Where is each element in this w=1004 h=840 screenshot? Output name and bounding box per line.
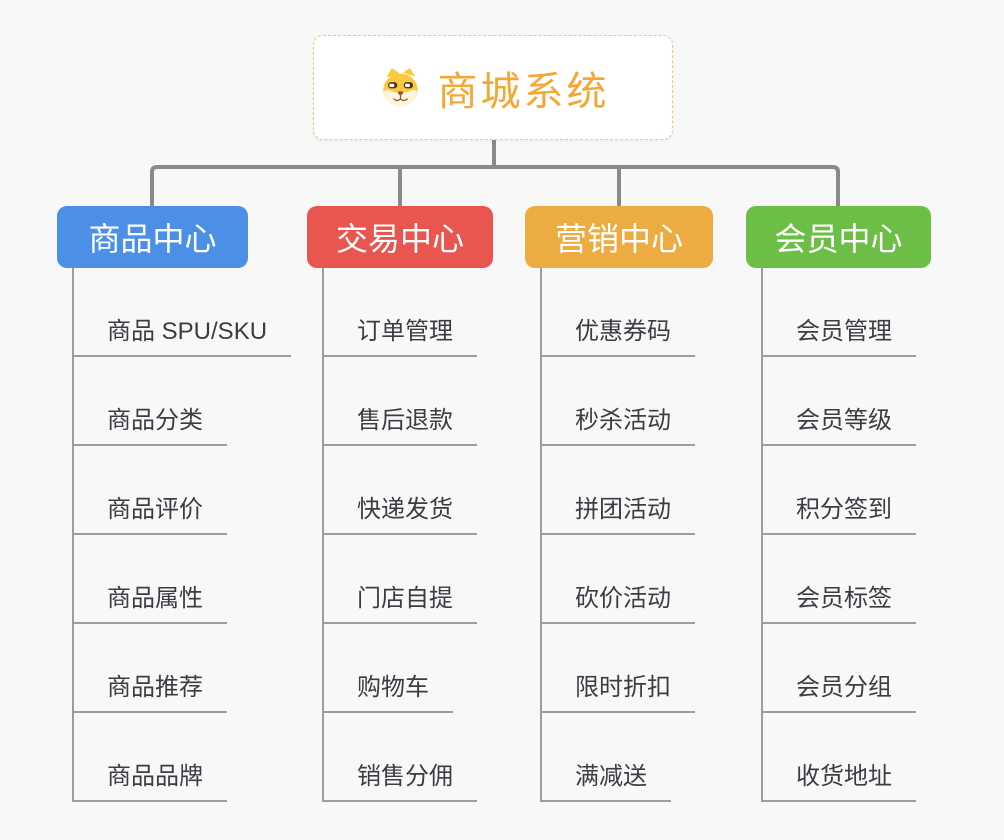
tree-item[interactable]: 商品推荐: [74, 624, 248, 713]
tree-item-label: 拼团活动: [542, 489, 695, 535]
tree-item-label: 会员标签: [763, 578, 916, 624]
tree-item-label: 商品品牌: [74, 756, 227, 802]
shiba-dog-face: [382, 67, 418, 106]
tree-item-label: 购物车: [324, 667, 453, 713]
tree-item-label: 商品评价: [74, 489, 227, 535]
node-product-center[interactable]: 商品中心: [57, 206, 248, 268]
root-title: 商城系统: [437, 69, 610, 114]
tree-item[interactable]: 售后退款: [324, 357, 493, 446]
tree-item-label: 商品分类: [74, 400, 227, 446]
tree-item[interactable]: 限时折扣: [542, 624, 713, 713]
tree-item-label: 会员管理: [763, 311, 916, 357]
tree-item[interactable]: 购物车: [324, 624, 493, 713]
tree-item[interactable]: 会员管理: [763, 268, 931, 357]
branch-member-center: 会员中心 会员管理 会员等级 积分签到 会员标签 会员分组 收货地址: [746, 206, 931, 802]
tree-item-label: 商品属性: [74, 578, 227, 624]
tree-item-label: 积分签到: [763, 489, 916, 535]
tree-item[interactable]: 商品评价: [74, 446, 248, 535]
tree-item-label: 满减送: [542, 756, 671, 802]
node-member-center[interactable]: 会员中心: [746, 206, 931, 268]
branch-trade-items: 订单管理 售后退款 快递发货 门店自提 购物车 销售分佣: [322, 268, 493, 802]
branch-product-center: 商品中心 商品 SPU/SKU 商品分类 商品评价 商品属性 商品推荐 商品品牌: [57, 206, 292, 802]
tree-item-label: 快递发货: [324, 489, 477, 535]
tree-item-label: 会员等级: [763, 400, 916, 446]
tree-item-label: 砍价活动: [542, 578, 695, 624]
tree-item[interactable]: 快递发货: [324, 446, 493, 535]
node-marketing-center[interactable]: 营销中心: [525, 206, 713, 268]
tree-item[interactable]: 会员标签: [763, 535, 931, 624]
tree-item-label: 商品 SPU/SKU: [74, 311, 292, 357]
tree-item[interactable]: 商品属性: [74, 535, 248, 624]
tree-item[interactable]: 商品品牌: [74, 713, 248, 802]
tree-item[interactable]: 满减送: [542, 713, 713, 802]
tree-item-label: 门店自提: [324, 578, 477, 624]
root-node-mall-system[interactable]: 商城系统: [313, 35, 673, 140]
tree-item[interactable]: 收货地址: [763, 713, 931, 802]
tree-item-label: 订单管理: [324, 311, 477, 357]
branch-trade-center: 交易中心 订单管理 售后退款 快递发货 门店自提 购物车 销售分佣: [307, 206, 493, 802]
tree-item-label: 优惠券码: [542, 311, 695, 357]
tree-item[interactable]: 会员分组: [763, 624, 931, 713]
tree-item-label: 会员分组: [763, 667, 916, 713]
branch-bus-line: [150, 165, 840, 206]
tree-item[interactable]: 砍价活动: [542, 535, 713, 624]
tree-item-label: 销售分佣: [324, 756, 477, 802]
tree-item[interactable]: 门店自提: [324, 535, 493, 624]
tree-item[interactable]: 销售分佣: [324, 713, 493, 802]
tree-item-label: 限时折扣: [542, 667, 695, 713]
tree-item[interactable]: 拼团活动: [542, 446, 713, 535]
tree-item-label: 商品推荐: [74, 667, 227, 713]
tree-item[interactable]: 会员等级: [763, 357, 931, 446]
tree-item-label: 收货地址: [763, 756, 916, 802]
node-trade-center[interactable]: 交易中心: [307, 206, 493, 268]
tree-item[interactable]: 积分签到: [763, 446, 931, 535]
tree-item[interactable]: 商品分类: [74, 357, 248, 446]
branch-marketing-items: 优惠券码 秒杀活动 拼团活动 砍价活动 限时折扣 满减送: [540, 268, 713, 802]
branch-member-items: 会员管理 会员等级 积分签到 会员标签 会员分组 收货地址: [761, 268, 931, 802]
shiba-dog-icon: [382, 67, 418, 106]
tree-item-label: 售后退款: [324, 400, 477, 446]
branch-product-items: 商品 SPU/SKU 商品分类 商品评价 商品属性 商品推荐 商品品牌: [72, 268, 292, 802]
tree-item[interactable]: 秒杀活动: [542, 357, 713, 446]
tree-item[interactable]: 订单管理: [324, 268, 493, 357]
branch-marketing-center: 营销中心 优惠券码 秒杀活动 拼团活动 砍价活动 限时折扣 满减送: [525, 206, 713, 802]
tree-item-label: 秒杀活动: [542, 400, 695, 446]
tree-item[interactable]: 商品 SPU/SKU: [74, 268, 292, 357]
tree-item[interactable]: 优惠券码: [542, 268, 713, 357]
